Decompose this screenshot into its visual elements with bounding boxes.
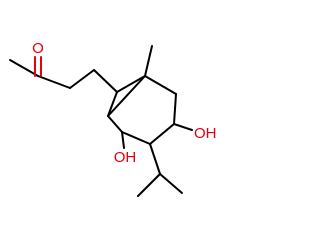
structure-diagram: O OH OH <box>0 0 250 250</box>
bond-c-oh-bottom <box>121 131 125 149</box>
bond-choh-cyclopropyl <box>107 115 123 133</box>
bond-carbonyl-ch2 <box>37 75 71 89</box>
bond-ch2-choh <box>173 93 177 125</box>
bond-ch2-ch2 <box>69 69 95 89</box>
bond-quaternary-methyl <box>144 45 153 77</box>
bond-c-oh-right <box>173 123 193 131</box>
bond-isopropyl-methyl-left <box>137 173 161 197</box>
bond-cyclopropyl-bridgehead <box>107 91 118 117</box>
bond-cyclopropyl-bridge <box>107 75 146 117</box>
bond-ch2-bridgehead <box>93 69 118 93</box>
bond-chipr-isopropyl <box>149 143 161 175</box>
bond-quaternary-ch2 <box>144 75 177 95</box>
bond-choh-chipr <box>149 123 175 145</box>
bond-bridgehead-quaternary <box>116 75 146 93</box>
atom-oxygen-ketone: O <box>32 40 44 57</box>
canvas-background <box>0 0 250 250</box>
bond-isopropyl-methyl-right <box>159 173 183 194</box>
bond-methyl-carbonyl <box>9 59 39 77</box>
bond-chipr-choh <box>121 131 151 145</box>
atom-hydroxyl-right: OH <box>194 125 217 142</box>
atom-hydroxyl-bottom: OH <box>114 149 137 166</box>
